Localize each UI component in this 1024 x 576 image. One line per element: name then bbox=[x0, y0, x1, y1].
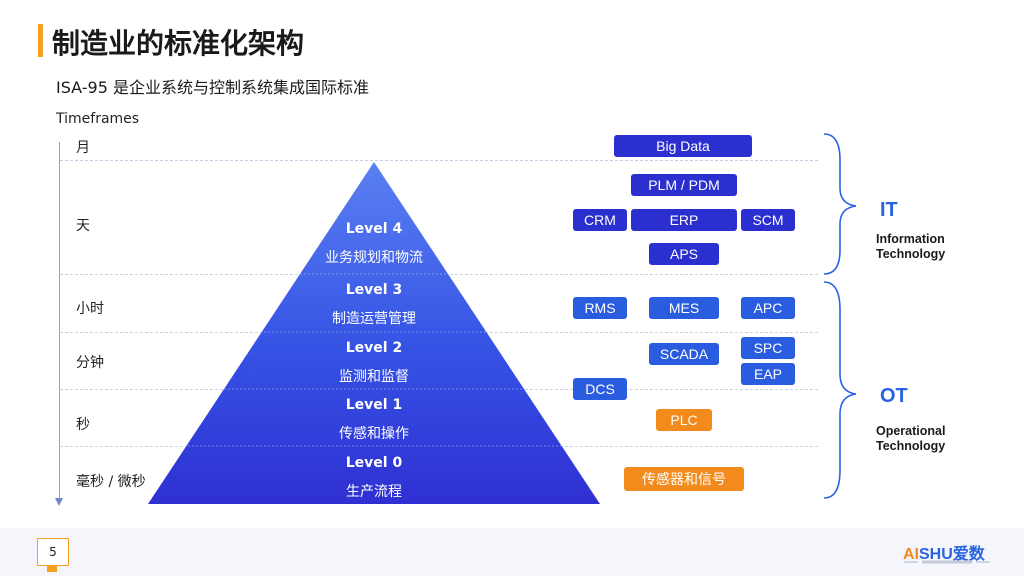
system-scm: SCM bbox=[741, 209, 795, 231]
pyramid-level-3: Level 3 制造运营管理 bbox=[284, 282, 464, 328]
ot-caption-line1: Operational bbox=[876, 424, 946, 438]
pyramid-level-2: Level 2 监测和监督 bbox=[284, 340, 464, 386]
it-label: IT bbox=[880, 199, 898, 221]
system-sensors-signals: 传感器和信号 bbox=[624, 467, 744, 491]
level-name: Level 1 bbox=[345, 397, 403, 413]
level-desc: 生产流程 bbox=[346, 484, 402, 500]
system-rms: RMS bbox=[573, 297, 627, 319]
it-ot-braces bbox=[823, 133, 857, 499]
row-divider bbox=[60, 160, 818, 161]
level-desc: 监测和监督 bbox=[339, 369, 409, 385]
page-number: 5 bbox=[37, 538, 69, 566]
logo-ai: AI bbox=[903, 546, 919, 563]
system-aps: APS bbox=[649, 243, 719, 265]
page-subtitle: ISA-95 是企业系统与控制系统集成国际标准 bbox=[56, 78, 369, 97]
level-name: Level 3 bbox=[345, 282, 403, 298]
logo-tagline-graphic bbox=[904, 560, 990, 564]
pyramid-level-4: Level 4 业务规划和物流 bbox=[284, 221, 464, 267]
level-name: Level 2 bbox=[345, 340, 403, 356]
logo-rest: SHU爱数 bbox=[919, 546, 985, 563]
timeframes-label: Timeframes bbox=[56, 111, 140, 127]
system-apc: APC bbox=[741, 297, 795, 319]
aishu-logo: AISHU爱数 bbox=[903, 540, 985, 564]
ot-caption-line2: Technology bbox=[876, 439, 946, 453]
system-mes: MES bbox=[649, 297, 719, 319]
isa95-pyramid bbox=[148, 162, 600, 504]
slide: 制造业的标准化架构 ISA-95 是企业系统与控制系统集成国际标准 Timefr… bbox=[0, 0, 1024, 528]
pyramid-level-1: Level 1 传感和操作 bbox=[284, 397, 464, 443]
timeframe-hour: 小时 bbox=[76, 301, 104, 317]
level-desc: 制造运营管理 bbox=[332, 311, 416, 327]
pyramid-level-0: Level 0 生产流程 bbox=[284, 455, 464, 501]
footer bbox=[0, 528, 1024, 576]
page-number-accent bbox=[47, 566, 57, 572]
system-plm-pdm: PLM / PDM bbox=[631, 174, 737, 196]
system-spc: SPC bbox=[741, 337, 795, 359]
title-accent-bar bbox=[38, 24, 43, 57]
system-dcs: DCS bbox=[573, 378, 627, 400]
system-plc: PLC bbox=[656, 409, 712, 431]
level-name: Level 0 bbox=[345, 455, 403, 471]
timeframe-day: 天 bbox=[76, 218, 90, 234]
it-caption-line2: Technology bbox=[876, 247, 946, 261]
ot-label: OT bbox=[880, 385, 908, 407]
system-big-data: Big Data bbox=[614, 135, 752, 157]
level-name: Level 4 bbox=[345, 221, 403, 237]
timeframe-month: 月 bbox=[76, 140, 90, 156]
timeframe-axis bbox=[59, 142, 60, 504]
timeframe-minute: 分钟 bbox=[76, 355, 104, 371]
level-desc: 传感和操作 bbox=[339, 426, 409, 442]
timeframe-millisecond: 毫秒 / 微秒 bbox=[76, 474, 146, 490]
system-erp: ERP bbox=[631, 209, 737, 231]
it-caption-line1: Information bbox=[876, 232, 945, 246]
system-scada: SCADA bbox=[649, 343, 719, 365]
timeframe-second: 秒 bbox=[76, 417, 90, 433]
system-crm: CRM bbox=[573, 209, 627, 231]
level-desc: 业务规划和物流 bbox=[325, 250, 423, 266]
system-eap: EAP bbox=[741, 363, 795, 385]
axis-arrow-icon bbox=[55, 498, 63, 506]
page-title: 制造业的标准化架构 bbox=[52, 27, 305, 60]
